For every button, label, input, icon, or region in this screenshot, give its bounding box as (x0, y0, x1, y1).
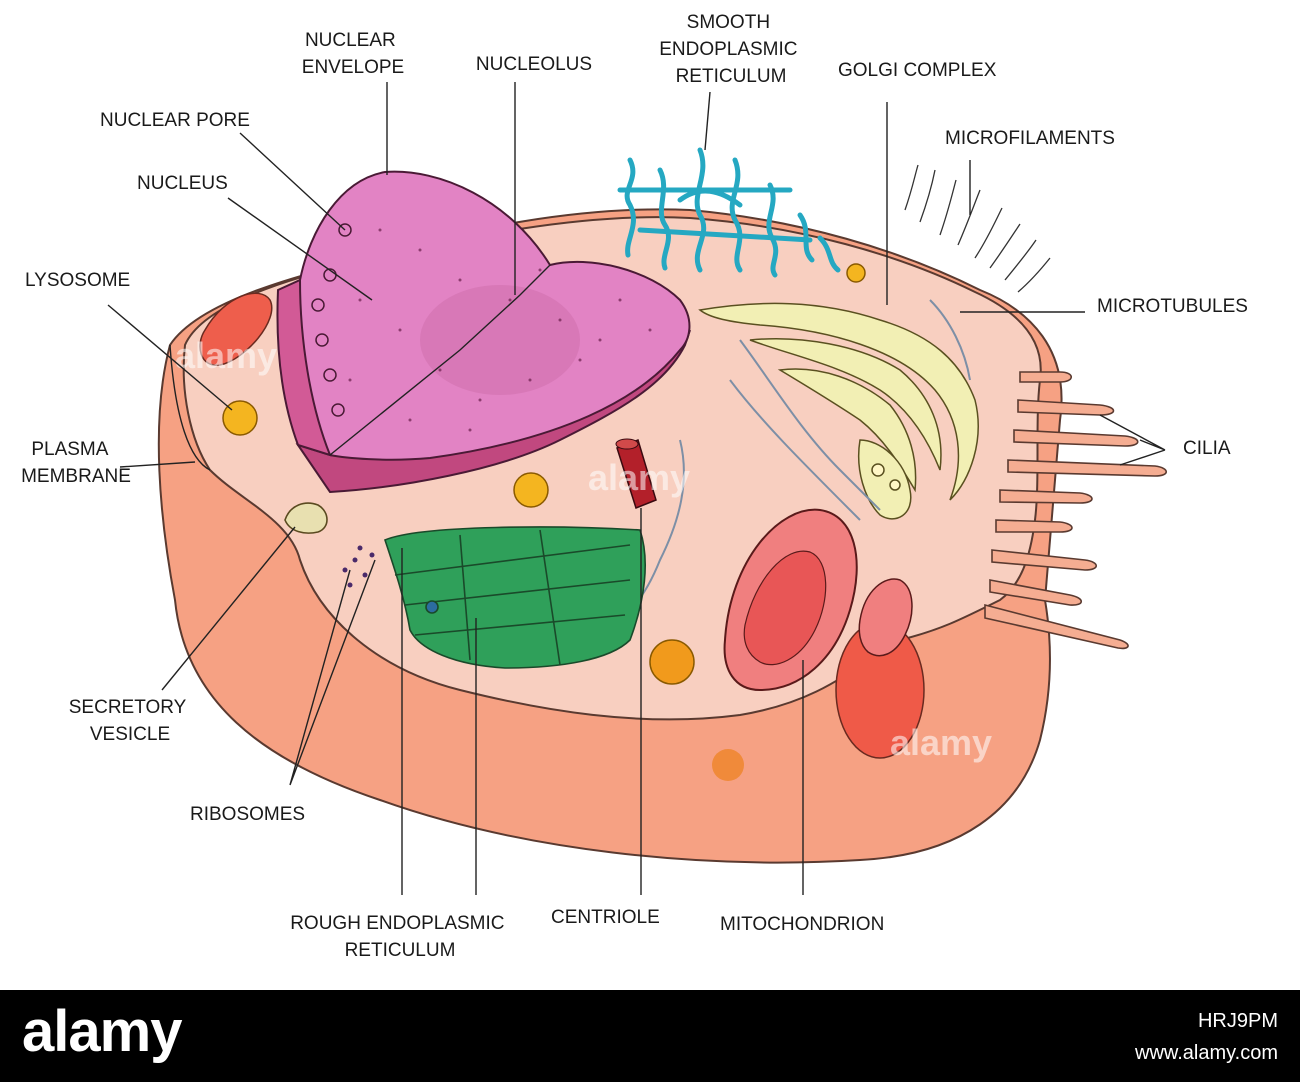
footer-bar: alamy HRJ9PM www.alamy.com (0, 990, 1300, 1082)
vesicle-center (513, 472, 549, 508)
label-cilia: CILIA (1183, 438, 1231, 459)
label-nucleolus: NUCLEOLUS (476, 54, 592, 75)
label-rough-er: ROUGH ENDOPLASMIC RETICULUM (290, 913, 510, 961)
secretory-vesicle (284, 502, 328, 534)
ribosomes (342, 545, 375, 588)
label-microfilaments: MICROFILAMENTS (945, 128, 1115, 149)
centriole (615, 438, 657, 509)
vesicle-lower (649, 639, 695, 685)
label-golgi-complex: GOLGI COMPLEX (838, 60, 997, 81)
alamy-logo: alamy (22, 999, 182, 1064)
microfilaments (904, 164, 1051, 293)
rough-er (384, 526, 646, 669)
red-vacuole-upper (199, 292, 273, 366)
label-nuclear-pore: NUCLEAR PORE (100, 110, 250, 131)
label-centriole: CENTRIOLE (551, 907, 660, 928)
smooth-er (617, 147, 841, 278)
label-mitochondrion: MITOCHONDRION (720, 914, 884, 935)
watermark-1: alamy (175, 335, 277, 376)
label-nuclear-envelope: NUCLEAR ENVELOPE (302, 30, 404, 78)
vesicle-small (846, 263, 866, 283)
nucleolus (420, 285, 580, 395)
label-plasma-membrane: PLASMA MEMBRANE (21, 439, 131, 487)
vesicles (222, 263, 866, 685)
label-secretory-vesicle: SECRETORY VESICLE (69, 697, 192, 745)
label-lysosome: LYSOSOME (25, 270, 130, 291)
label-ribosomes: RIBOSOMES (190, 804, 305, 825)
label-nucleus: NUCLEUS (137, 173, 228, 194)
watermark-2: alamy (588, 457, 690, 498)
nucleus (276, 170, 691, 494)
watermark-3: alamy (890, 722, 992, 763)
site-url: www.alamy.com (1135, 1042, 1278, 1064)
image-id: HRJ9PM (1197, 1010, 1278, 1032)
vesicle-outer (712, 749, 744, 781)
animal-cell-diagram: alamy alamy alamy NUCLEAR ENVELOPE NUCLE… (21, 12, 1248, 961)
golgi-complex (698, 302, 979, 520)
cilia-projections (984, 371, 1168, 650)
mitochondrion (723, 508, 913, 692)
label-microtubules: MICROTUBULES (1097, 296, 1248, 317)
leader-lines (107, 82, 1166, 895)
label-smooth-er: SMOOTH ENDOPLASMIC RETICULUM (659, 12, 803, 87)
